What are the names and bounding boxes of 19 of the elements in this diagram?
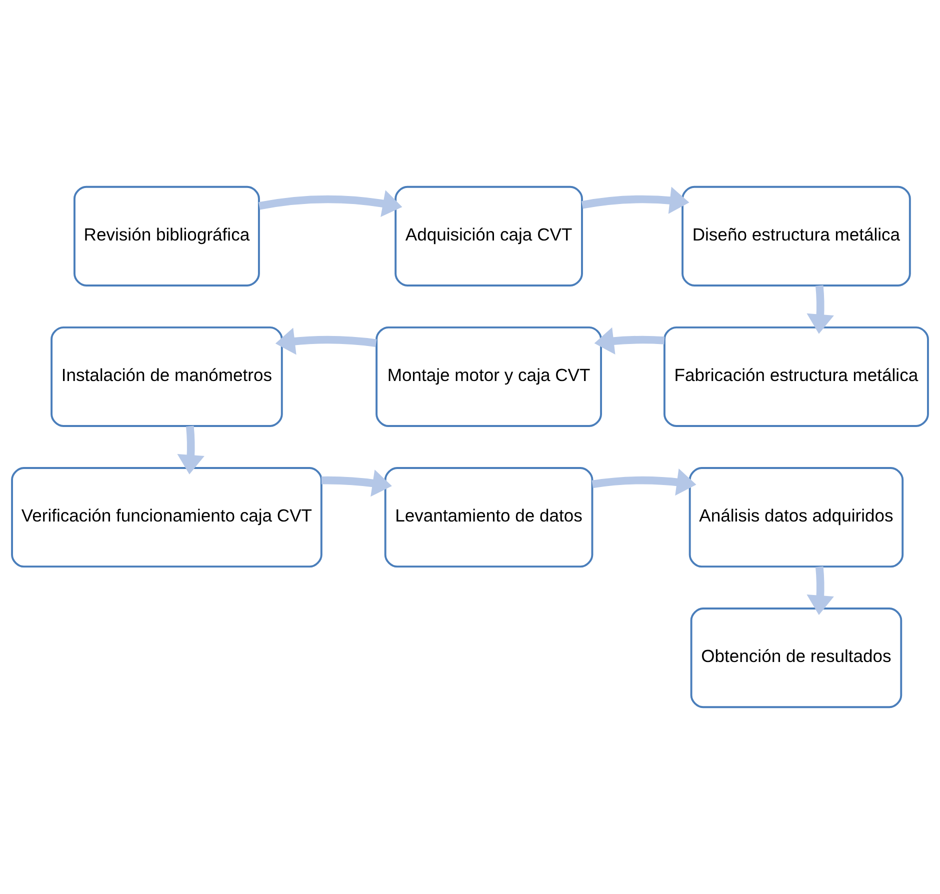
- arrow: [177, 426, 204, 474]
- arrow: [275, 328, 377, 355]
- arrow: [806, 566, 834, 615]
- node-box: Diseño estructura metálica: [682, 186, 911, 286]
- node-box: Instalación de manómetros: [50, 326, 283, 427]
- arrow: [806, 285, 834, 334]
- node-box: Adquisición caja CVT: [394, 186, 583, 286]
- arrow: [592, 468, 696, 496]
- node-box: Fabricación estructura metálica: [663, 326, 929, 427]
- node-box: Verificación funcionamiento caja CVT: [11, 467, 322, 568]
- node-box: Montaje motor y caja CVT: [376, 326, 602, 427]
- arrow: [594, 327, 665, 355]
- arrow: [581, 186, 690, 214]
- node-box: Revisión bibliográfica: [74, 186, 260, 286]
- arrow: [321, 470, 392, 497]
- node-box: Análisis datos adquiridos: [688, 467, 904, 568]
- node-box: Levantamiento de datos: [384, 467, 594, 568]
- node-box: Obtención de resultados: [690, 608, 902, 708]
- arrow: [258, 190, 402, 217]
